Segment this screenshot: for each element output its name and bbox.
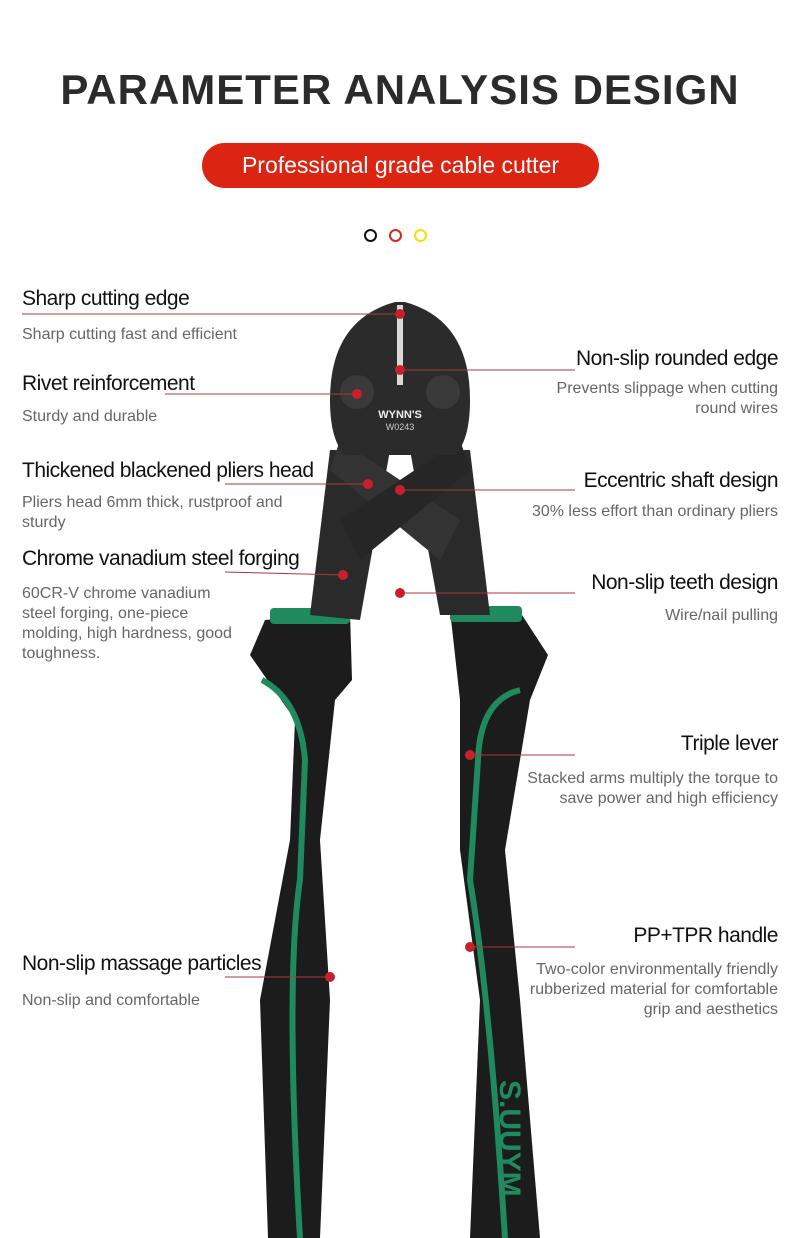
- feature-title: Triple lever: [680, 732, 779, 755]
- feature-title: Non-slip teeth design: [591, 571, 778, 594]
- color-options: [364, 229, 427, 242]
- feature-desc: Two-color environmentally friendly rubbe…: [529, 961, 778, 1018]
- feature-desc: Pliers head 6mm thick, rustproof and stu…: [22, 494, 283, 531]
- handle-brand: S.UUYM: [493, 1080, 526, 1197]
- left-handle: [250, 612, 352, 1238]
- feature-title: Thickened blackened pliers head: [22, 459, 314, 482]
- feature-desc: Sharp cutting fast and efficient: [22, 326, 237, 343]
- feature-desc: Sturdy and durable: [22, 408, 158, 425]
- feature-title: Sharp cutting edge: [22, 287, 190, 310]
- right-handle: [450, 610, 548, 1238]
- callout-lines: [22, 313, 575, 978]
- color-dot-yellow[interactable]: [414, 229, 427, 242]
- feature-desc: Stacked arms multiply the torque to save…: [527, 770, 778, 807]
- feature-title: PP+TPR handle: [633, 924, 778, 947]
- feature-desc: 30% less effort than ordinary pliers: [531, 503, 778, 520]
- feature-desc: Non-slip and comfortable: [22, 992, 200, 1009]
- feature-title: Chrome vanadium steel forging: [22, 547, 300, 570]
- feature-title: Rivet reinforcement: [22, 372, 195, 395]
- feature-title: Eccentric shaft design: [583, 469, 779, 492]
- color-dot-black[interactable]: [364, 229, 377, 242]
- color-dot-red[interactable]: [389, 229, 402, 242]
- feature-desc: Wire/nail pulling: [665, 607, 778, 624]
- callout-dots: [325, 309, 475, 982]
- feature-title: Non-slip massage particles: [22, 952, 262, 975]
- brand-logo: WYNN'S: [378, 409, 422, 421]
- feature-title: Non-slip rounded edge: [576, 347, 778, 370]
- page-title: PARAMETER ANALYSIS DESIGN: [60, 66, 740, 113]
- feature-desc: 60CR-V chrome vanadium steel forging, on…: [22, 585, 232, 662]
- feature-desc: Prevents slippage when cutting round wir…: [556, 380, 778, 417]
- model-number: W0243: [386, 422, 415, 432]
- subtitle-badge: Professional grade cable cutter: [202, 143, 599, 188]
